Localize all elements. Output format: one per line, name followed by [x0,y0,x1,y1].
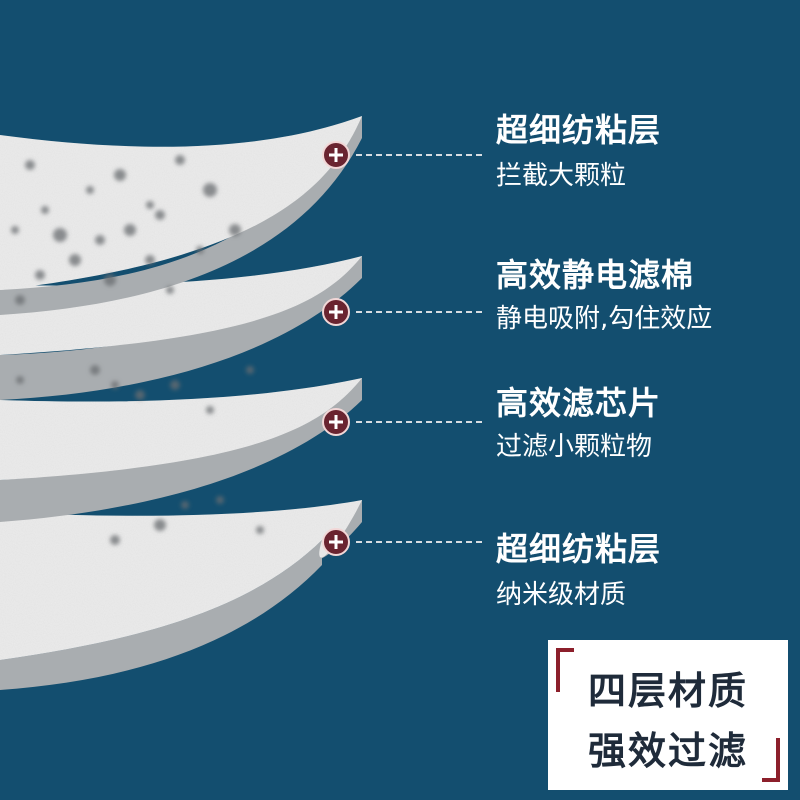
particle-dot [170,380,180,390]
particle-dot [181,501,189,509]
particle-dot [124,224,136,236]
particle-dot [135,390,145,400]
particle-dot [16,376,24,384]
callout-dashed-line [356,541,482,543]
callout-dashed-line [356,421,482,423]
particle-dot [25,160,35,170]
particle-dot [110,535,120,545]
particle-dot [35,270,45,280]
slogan-line-2: 强效过滤 [548,720,788,775]
layer-3-subtitle: 过滤小颗粒物 [496,426,652,463]
particle-dot [95,235,105,245]
particle-dot [256,526,264,534]
particle-dot [229,224,241,236]
layer-2-subtitle: 静电吸附,勾住效应 [496,298,712,335]
particle-dot [111,381,119,389]
particle-dot [206,406,214,414]
particle-dot [11,226,19,234]
particle-dot [203,183,217,197]
layer-1-subtitle: 拦截大颗粒 [496,155,626,192]
layer-1-title: 超细纺粘层 [496,105,661,151]
particle-dot [41,206,49,214]
callout-dashed-line [356,154,482,156]
particle-dot [154,519,166,531]
slogan-line-1: 四层材质 [548,660,788,715]
plus-marker-icon [322,528,350,556]
particle-dot [90,365,100,375]
layer-3-title: 高效滤芯片 [496,378,661,424]
particle-dot [145,255,155,265]
plus-marker-icon [322,141,350,169]
layer-4-title: 超细纺粘层 [496,524,661,570]
particle-dot [166,286,174,294]
particle-dot [155,210,165,220]
particle-dot [196,246,204,254]
particle-dot [86,186,94,194]
slogan-box: 四层材质 强效过滤 [548,640,788,790]
filter-layer-4 [0,500,362,690]
particle-dot [69,254,81,266]
particle-dot [246,366,254,374]
layer-2-title: 高效静电滤棉 [496,250,694,296]
particle-dot [216,496,224,504]
particle-dot [104,274,116,286]
plus-marker-icon [322,298,350,326]
callout-dashed-line [356,311,482,313]
particle-dot [175,155,185,165]
particle-dot [53,228,67,242]
layer-4-subtitle: 纳米级材质 [496,574,626,611]
plus-marker-icon [322,408,350,436]
particle-dot [146,201,154,209]
particle-dot [114,169,126,181]
filter-layer-3 [0,378,362,522]
particle-dot [15,295,25,305]
